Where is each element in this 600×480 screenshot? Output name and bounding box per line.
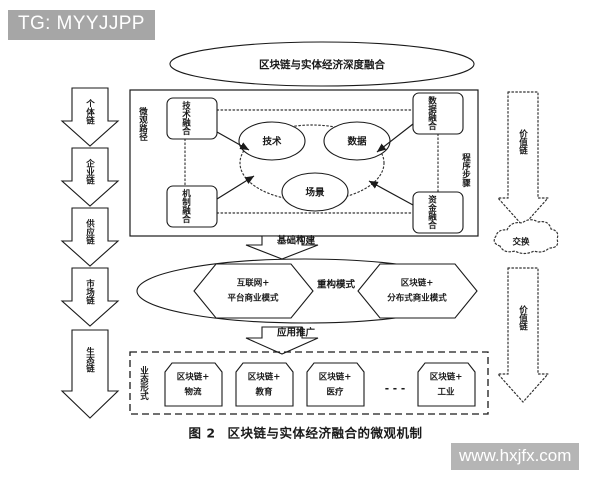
right-chain-group: 价值链 交换 价值链 xyxy=(493,91,559,403)
formats-side-label: 业态形式 xyxy=(139,365,149,401)
format-item-4-line1: 区块链+ xyxy=(430,372,463,383)
format-item-1: 区块链+ 物流 xyxy=(164,362,223,407)
corner-box-data-fusion: 数据融合 xyxy=(412,92,464,135)
left-chain-label-2: 企业链 xyxy=(85,159,96,186)
format-item-2: 区块链+ 教育 xyxy=(235,362,294,407)
left-chain-arrow-2: 企业链 xyxy=(60,147,120,207)
format-item-3-line2: 医疗 xyxy=(326,387,344,398)
corner-box-data-fusion-label: 数据融合 xyxy=(427,95,438,131)
hexagon-internet-plus: 互联网+ 平台商业模式 xyxy=(193,263,314,319)
caption-number: 图 2 xyxy=(188,426,215,441)
format-ellipsis: - - - xyxy=(385,383,405,395)
apply-connector-label: 应用推广 xyxy=(277,327,316,339)
format-item-4-line2: 工业 xyxy=(437,387,455,398)
corner-box-capital-fusion: 资金融合 xyxy=(412,191,464,234)
core-ellipse-data-label: 数据 xyxy=(346,136,367,148)
core-ellipse-tech-label: 技术 xyxy=(262,136,282,148)
program-step-label: 程序步骤 xyxy=(461,152,472,188)
corner-box-tech-fusion: 技术融合 xyxy=(166,97,218,140)
left-chain-arrow-4: 市场链 xyxy=(60,267,120,327)
core-ellipse-tech: 技术 xyxy=(238,121,306,161)
hexagon-blockchain-plus-line1: 区块链+ xyxy=(401,278,434,289)
core-ellipse-scene-label: 场景 xyxy=(305,187,325,199)
exchange-cloud-label: 交换 xyxy=(512,237,530,248)
format-item-1-line2: 物流 xyxy=(184,387,202,398)
left-chain-label-5: 生态链 xyxy=(85,347,95,374)
left-chain-label-1: 个体链 xyxy=(85,99,96,126)
left-chain-arrow-5: 生态链 xyxy=(60,329,120,419)
top-ellipse-group: 区块链与实体经济深度融合 xyxy=(169,41,475,87)
left-chain-group: 个体链 企业链 供应链 市场链 生态链 xyxy=(60,87,120,419)
corner-box-mechanism-fusion: 机制融合 xyxy=(166,185,218,228)
right-chain-arrow-2: 价值链 xyxy=(496,267,550,403)
core-ellipse-scene: 场景 xyxy=(281,172,349,212)
hexagon-blockchain-plus: 区块链+ 分布式商业模式 xyxy=(357,263,478,319)
micro-path-label: 微观路径 xyxy=(138,106,149,142)
left-chain-arrow-3: 供应链 xyxy=(60,207,120,267)
apply-connector: 应用推广 xyxy=(245,326,319,355)
format-item-4: 区块链+ 工业 xyxy=(417,362,476,407)
left-chain-arrow-1: 个体链 xyxy=(60,87,120,147)
micro-path-panel: 微观路径 程序步骤 技术 数据 场景 xyxy=(129,89,479,237)
top-ellipse-label: 区块链与实体经济深度融合 xyxy=(259,58,385,71)
right-chain-label-1: 价值链 xyxy=(518,129,528,156)
right-chain-arrow-1: 价值链 xyxy=(496,91,550,227)
build-connector-label: 基础构建 xyxy=(276,235,316,247)
caption-text: 区块链与实体经济融合的微观机制 xyxy=(227,426,422,441)
hexagon-blockchain-plus-line2: 分布式商业模式 xyxy=(387,293,447,304)
left-chain-label-4: 市场链 xyxy=(85,279,95,306)
right-chain-label-2: 价值链 xyxy=(518,305,528,332)
core-ellipse-data: 数据 xyxy=(323,121,391,161)
corner-box-capital-fusion-label: 资金融合 xyxy=(427,194,438,230)
build-connector: 基础构建 xyxy=(245,235,319,260)
format-item-3: 区块链+ 医疗 xyxy=(306,362,365,407)
format-item-2-line1: 区块链+ xyxy=(248,372,281,383)
format-item-2-line2: 教育 xyxy=(254,387,273,398)
restructure-group: 互联网+ 平台商业模式 区块链+ 分布式商业模式 重构模式 xyxy=(136,258,478,324)
tg-watermark-banner: TG: MYYJJPP xyxy=(8,10,155,40)
restructure-center-label: 重构模式 xyxy=(317,279,356,291)
corner-box-mechanism-fusion-label: 机制融合 xyxy=(181,188,192,224)
left-chain-label-3: 供应链 xyxy=(85,219,96,246)
formats-group: 业态形式 区块链+ 物流 区块链+ 教育 区块链+ 医疗 - - - 区块链+ … xyxy=(129,351,489,415)
corner-box-tech-fusion-label: 技术融合 xyxy=(181,100,192,136)
hexagon-internet-plus-line2: 平台商业模式 xyxy=(227,293,279,304)
format-item-3-line1: 区块链+ xyxy=(319,372,352,383)
site-watermark-banner: www.hxjfx.com xyxy=(451,443,580,470)
exchange-cloud: 交换 xyxy=(493,219,559,255)
figure-caption: 图 2 区块链与实体经济融合的微观机制 xyxy=(188,426,422,441)
hexagon-internet-plus-line1: 互联网+ xyxy=(237,278,270,289)
format-item-1-line1: 区块链+ xyxy=(177,372,210,383)
